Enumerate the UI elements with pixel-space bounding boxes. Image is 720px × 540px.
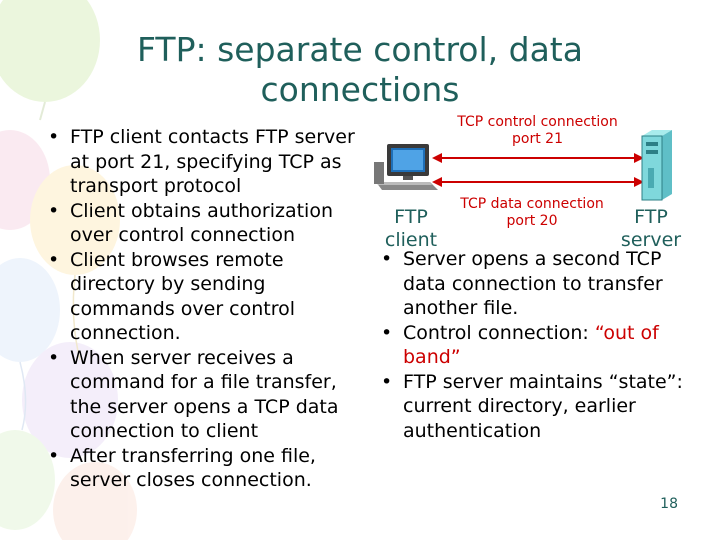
title-line-2: connections bbox=[260, 70, 460, 109]
server-label: FTP server bbox=[620, 206, 682, 251]
bullet-item: Control connection: “out of band” bbox=[377, 321, 703, 370]
right-bullet-list: Server opens a second TCP data connectio… bbox=[377, 247, 707, 443]
connection-arrows bbox=[432, 153, 644, 187]
out-of-band-text: “out of band” bbox=[403, 321, 659, 369]
data-connection-label: TCP data connection port 20 bbox=[460, 196, 604, 229]
client-computer-icon bbox=[374, 144, 438, 190]
control-connection-text: Control connection: bbox=[403, 321, 595, 344]
bullet-item: When server receives a command for a fil… bbox=[44, 346, 364, 444]
control-connection-arrow bbox=[432, 153, 644, 163]
data-connection-arrow bbox=[432, 177, 644, 187]
bullet-item: After transferring one file, server clos… bbox=[44, 444, 350, 493]
bullet-item: Server opens a second TCP data connectio… bbox=[377, 247, 703, 321]
left-bullet-list: FTP client contacts FTP server at port 2… bbox=[44, 125, 364, 493]
bullet-item: Client obtains authorization over contro… bbox=[44, 199, 362, 248]
server-tower-icon bbox=[641, 130, 672, 201]
bullet-item: Client browses remote directory by sendi… bbox=[44, 248, 332, 346]
control-connection-label: TCP control connection port 21 bbox=[457, 114, 618, 147]
client-label: FTP client bbox=[384, 206, 438, 251]
title-line-1: FTP: separate control, data bbox=[137, 30, 583, 69]
bullet-item: FTP client contacts FTP server at port 2… bbox=[44, 125, 362, 199]
slide-title: FTP: separate control, data connections bbox=[60, 30, 660, 110]
page-number: 18 bbox=[660, 496, 678, 512]
bullet-item: FTP server maintains “state”: current di… bbox=[377, 370, 693, 444]
